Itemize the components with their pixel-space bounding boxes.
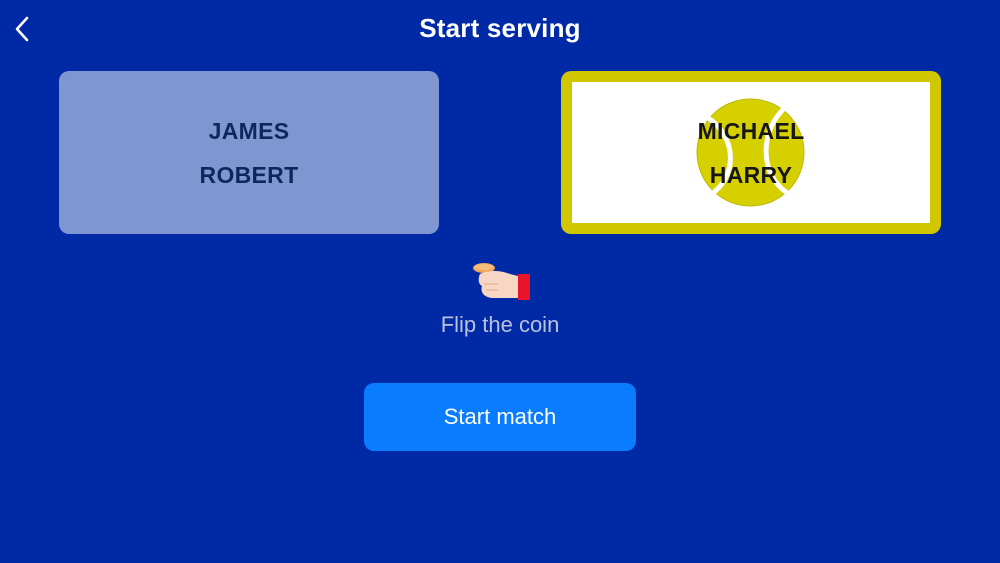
player-name: MICHAEL — [697, 117, 805, 144]
page-title: Start serving — [419, 13, 581, 43]
player-name: JAMES — [208, 117, 290, 144]
start-match-button[interactable]: Start match — [364, 383, 636, 451]
team-card-left[interactable]: JAMES ROBERT — [59, 71, 439, 234]
tennis-ball-icon — [696, 98, 805, 207]
header-bar: Start serving — [0, 0, 1000, 60]
chevron-left-icon — [15, 16, 29, 42]
flip-coin-label: Flip the coin — [440, 312, 560, 337]
player-name: ROBERT — [199, 161, 299, 188]
back-button[interactable] — [6, 12, 38, 46]
coin-flip-hand-icon — [473, 263, 530, 300]
player-name: HARRY — [709, 161, 793, 188]
team-card-right-serving[interactable]: MICHAEL HARRY — [561, 71, 941, 234]
coin-flip-button[interactable] — [470, 262, 532, 302]
